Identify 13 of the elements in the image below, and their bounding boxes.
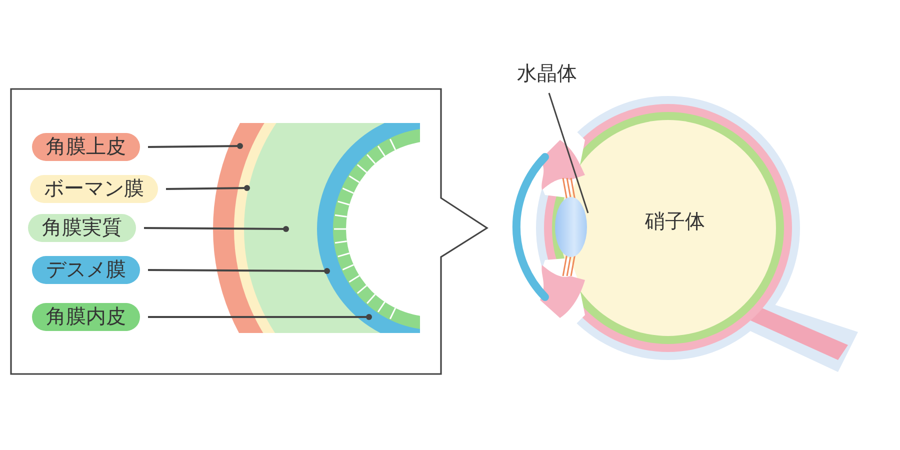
leader-line [166, 185, 250, 191]
layer-label: 角膜上皮 [32, 133, 140, 161]
layer-label: ボーマン膜 [30, 175, 158, 203]
part-label: 硝子体 [645, 210, 705, 235]
layer-label: 角膜内皮 [32, 303, 140, 331]
leader-line [144, 226, 289, 232]
layer-label: デスメ膜 [32, 256, 140, 284]
leader-line [148, 314, 372, 320]
part-label: 水晶体 [517, 60, 577, 87]
layer-label: 角膜実質 [28, 214, 136, 242]
leader-line [148, 268, 330, 274]
leader-line [148, 143, 243, 149]
leader-line [548, 92, 589, 214]
